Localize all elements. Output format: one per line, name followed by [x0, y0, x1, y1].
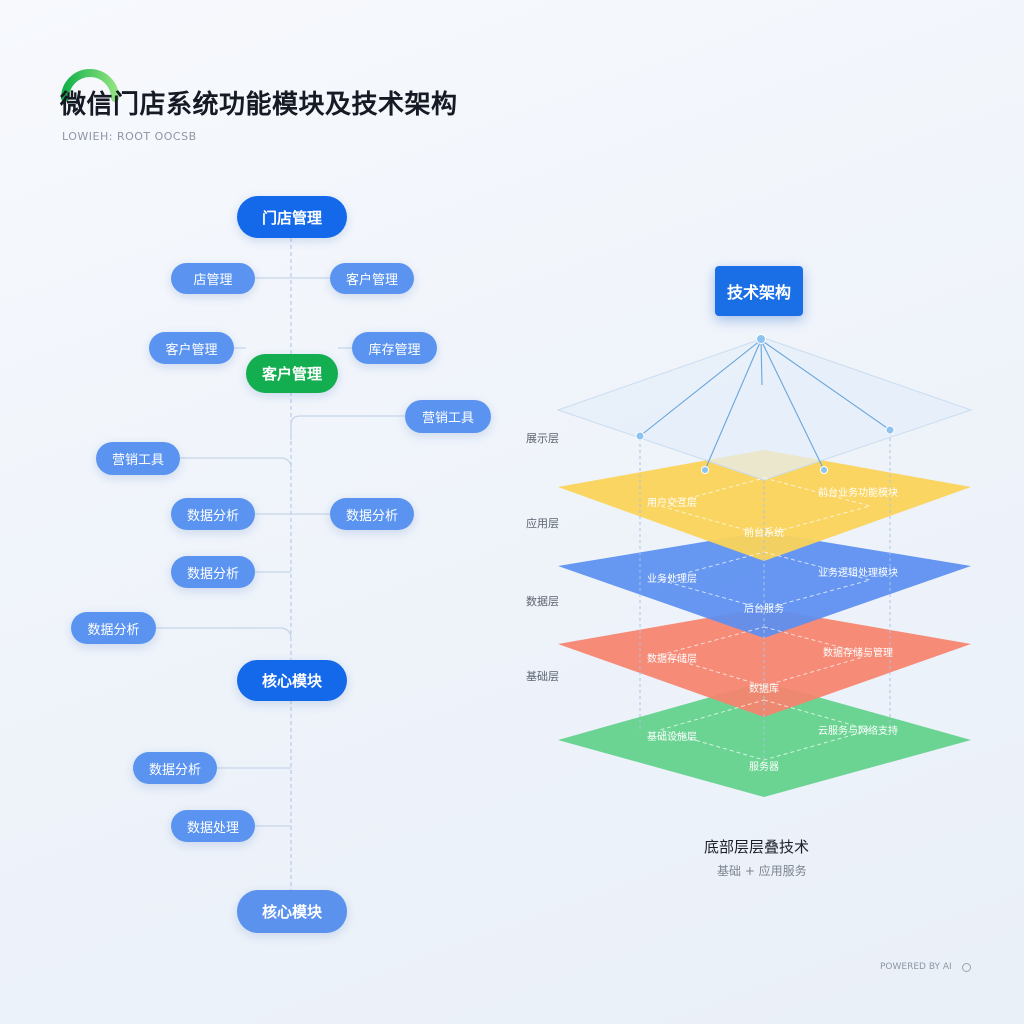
page-subtitle: LOWIEH: ROOT OOCSB: [62, 130, 197, 143]
tree-node[interactable]: 客户管理: [149, 332, 234, 364]
layer-text: 云服务与网络支持: [818, 724, 898, 737]
tree-node[interactable]: 营销工具: [96, 442, 180, 475]
layer-text: 数据库: [749, 682, 779, 695]
tree-node-core[interactable]: 核心模块: [237, 660, 347, 701]
tree-node-customer-hub[interactable]: 客户管理: [246, 354, 338, 393]
layer-label: 数据层: [526, 595, 559, 608]
tree-node-root[interactable]: 门店管理: [237, 196, 347, 238]
tree-node[interactable]: 数据处理: [171, 810, 255, 842]
tree-node[interactable]: 数据分析: [330, 498, 414, 530]
layer-text: 前台系统: [744, 526, 784, 539]
tree-node-core-bottom[interactable]: 核心模块: [237, 890, 347, 933]
layer-label: 应用层: [526, 517, 559, 530]
tree-node[interactable]: 营销工具: [405, 400, 491, 433]
layer-text: 业务处理层: [647, 572, 697, 585]
architecture-bottom-title: 底部层层叠技术: [704, 838, 810, 856]
footer-text: POWERED BY AI: [880, 962, 952, 972]
layer-plane-glass: [556, 337, 973, 481]
layer-label: 展示层: [526, 432, 559, 445]
layer-text: 数据存储层: [647, 652, 697, 665]
layer-text: 基础设施层: [647, 730, 697, 743]
architecture-stack: 用户交互层 前台系统 前台业务功能模块 业务处理层 后台服务 业务逻辑处理模块 …: [556, 334, 973, 797]
layer-text: 前台业务功能模块: [818, 486, 898, 499]
logo-arc-icon: [61, 69, 119, 102]
tree-node[interactable]: 数据分析: [171, 556, 255, 588]
layer-text: 数据存储与管理: [823, 646, 893, 659]
layer-text: 服务器: [749, 760, 779, 773]
footer: POWERED BY AI: [880, 962, 971, 972]
architecture-bottom-subtitle: 基础 + 应用服务: [717, 864, 807, 878]
architecture-tag[interactable]: 技术架构: [715, 266, 803, 316]
layer-text: 业务逻辑处理模块: [818, 566, 898, 579]
tree-node[interactable]: 客户管理: [330, 263, 414, 294]
layer-label: 基础层: [526, 670, 559, 683]
layer-text: 用户交互层: [647, 496, 697, 509]
tree-node[interactable]: 数据分析: [171, 498, 255, 530]
tree-node[interactable]: 库存管理: [352, 332, 437, 364]
circle-icon: [961, 962, 971, 972]
tree-node[interactable]: 数据分析: [71, 612, 156, 644]
layer-text: 后台服务: [744, 602, 784, 615]
tree-node[interactable]: 店管理: [171, 263, 255, 294]
page-title: 微信门店系统功能模块及技术架构: [60, 90, 458, 120]
tree-node[interactable]: 数据分析: [133, 752, 217, 784]
